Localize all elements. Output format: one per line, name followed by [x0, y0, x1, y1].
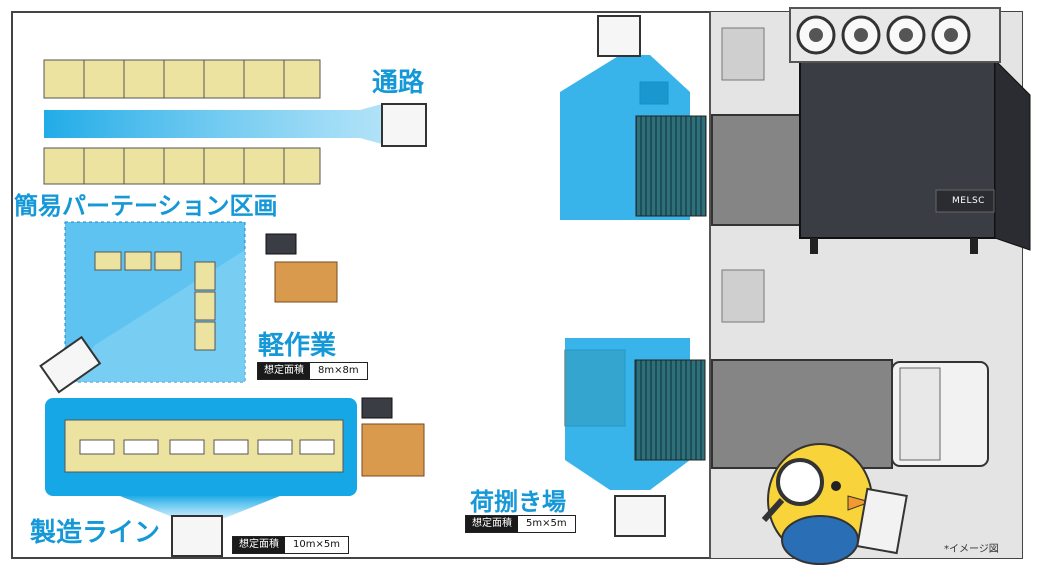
production-line-cool-air	[120, 496, 280, 518]
partition-label: 簡易パーテーション区画	[14, 192, 278, 220]
truck-lower	[711, 359, 989, 469]
unloading-cooler	[614, 495, 666, 537]
spot-cooler-unit	[789, 7, 1031, 254]
production-line-stations	[79, 439, 335, 455]
production-line-label: 製造ライン	[30, 518, 161, 548]
size-tag-key: 想定面積	[233, 537, 285, 553]
light-work-cooler	[39, 335, 102, 394]
size-tag-value: 5m×5m	[526, 518, 567, 529]
shelf-row-bottom	[43, 147, 321, 185]
production-line-cooler	[171, 515, 223, 557]
light-work-size-tag: 想定面積 8m×8m	[257, 362, 368, 380]
unloading-pallet-stack	[634, 359, 706, 461]
unloading-size-tag: 想定面積 5m×5m	[465, 515, 576, 533]
image-note: *イメージ図	[944, 544, 999, 555]
size-tag-value: 10m×5m	[293, 539, 340, 550]
production-line-size-tag: 想定面積 10m×5m	[232, 536, 349, 554]
brand-logo: MELSC	[952, 196, 985, 206]
aisle-label: 通路	[372, 68, 425, 98]
unloading-label: 荷捌き場	[470, 488, 566, 516]
light-work-label: 軽作業	[258, 331, 337, 361]
size-tag-value: 8m×8m	[318, 365, 359, 376]
size-tag-key: 想定面積	[466, 516, 518, 532]
aisle-cooler-unit	[381, 103, 427, 147]
aisle-cool-air	[44, 104, 382, 144]
upper-dock-cooler	[597, 15, 641, 57]
shelf-row-top	[43, 59, 321, 99]
size-tag-key: 想定面積	[258, 363, 310, 379]
mascot-character	[761, 443, 908, 565]
light-work-desks	[94, 251, 216, 351]
upper-dock-pallet-stack	[635, 115, 707, 217]
